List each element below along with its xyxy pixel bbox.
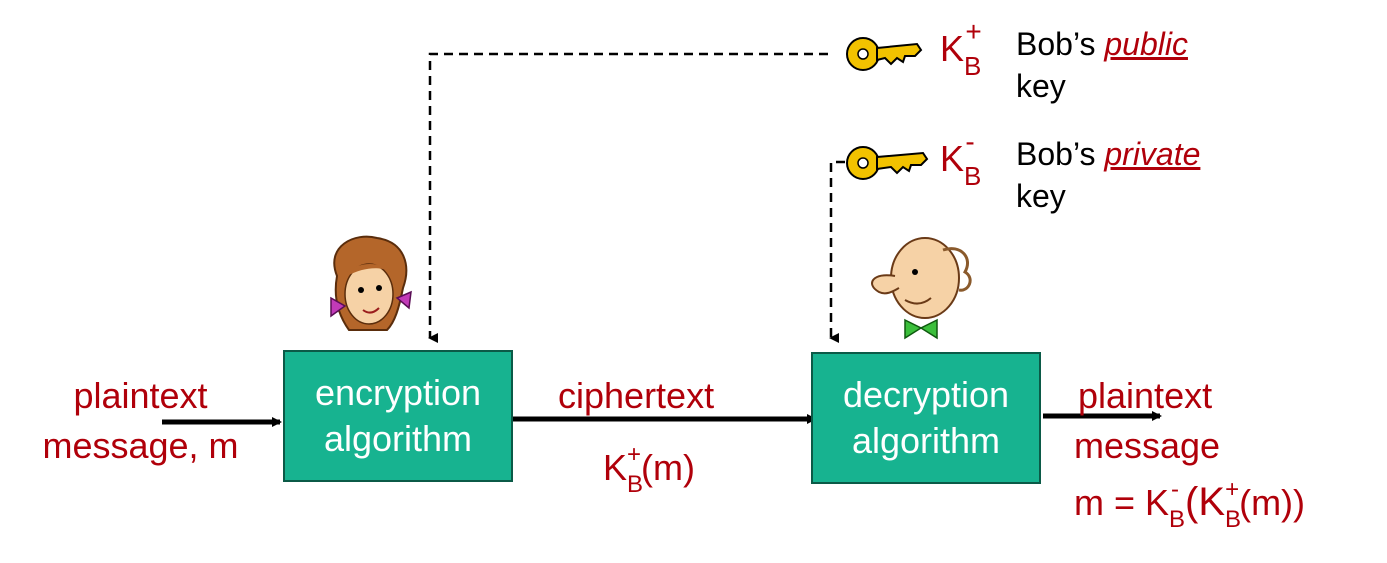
private-key-description: Bob’s private key: [1016, 134, 1200, 216]
left-plaintext-label: plaintext message, m: [28, 376, 253, 466]
private-key-symbol: KB -: [940, 126, 981, 191]
decryption-formula-sup2: +: [1225, 476, 1240, 503]
public-key-word: key: [1016, 68, 1066, 104]
decryption-formula-sub2: B: [1225, 506, 1242, 533]
private-key-kind: private: [1104, 136, 1201, 172]
encryption-algorithm-box: encryption algorithm: [283, 350, 513, 482]
public-key-sup: +: [965, 16, 982, 47]
encryption-box-line2: algorithm: [323, 418, 473, 459]
public-key-icon: [846, 37, 923, 71]
decryption-formula-close: (m)): [1239, 482, 1306, 523]
public-key-sub: B: [964, 51, 982, 81]
private-key-word: key: [1016, 178, 1066, 214]
public-key-description: Bob’s public key: [1016, 24, 1188, 106]
public-key-kind: public: [1104, 26, 1188, 62]
dashed-public-key-path: [428, 52, 828, 343]
public-key-line1: Bob’s public: [1016, 24, 1188, 64]
right-plaintext-line1: plaintext: [1078, 375, 1213, 416]
decryption-formula-sub1: B: [1169, 506, 1186, 533]
ciphertext-k-sub: B: [627, 471, 644, 498]
ciphertext-label: ciphertext: [558, 375, 715, 416]
dashed-private-key-path: [829, 160, 845, 343]
decryption-formula-open: (K: [1185, 480, 1226, 524]
public-key-symbol: KB +: [940, 16, 982, 81]
private-key-sub: B: [964, 161, 982, 191]
ciphertext-arg: (m): [641, 447, 696, 488]
alice-icon: [330, 235, 412, 331]
ciphertext-formula: KB +(m): [603, 441, 696, 498]
left-plaintext-line2: message, m: [42, 425, 239, 466]
private-key-sup: -: [965, 126, 975, 157]
private-key-owner: Bob’s: [1016, 136, 1105, 172]
decryption-formula: m = KB-(KB+(m)): [1074, 476, 1306, 533]
ciphertext-k-sup: +: [627, 441, 642, 468]
ciphertext-k: K: [603, 447, 628, 488]
decryption-formula-sup1: -: [1171, 476, 1180, 503]
decryption-algorithm-box: decryption algorithm: [811, 352, 1041, 484]
public-key-k: K: [940, 28, 965, 69]
encryption-box-line1: encryption: [314, 372, 482, 413]
decryption-formula-prefix: m = K: [1074, 482, 1170, 523]
decryption-box-line1: decryption: [842, 374, 1010, 415]
bob-icon: [871, 237, 972, 340]
private-key-k: K: [940, 138, 965, 179]
left-plaintext-line1: plaintext: [73, 375, 208, 416]
decryption-box-line2: algorithm: [851, 420, 1001, 461]
private-key-line1: Bob’s private: [1016, 134, 1200, 174]
public-key-owner: Bob’s: [1016, 26, 1105, 62]
right-plaintext-line2: message: [1074, 425, 1221, 466]
private-key-icon: [846, 146, 929, 180]
